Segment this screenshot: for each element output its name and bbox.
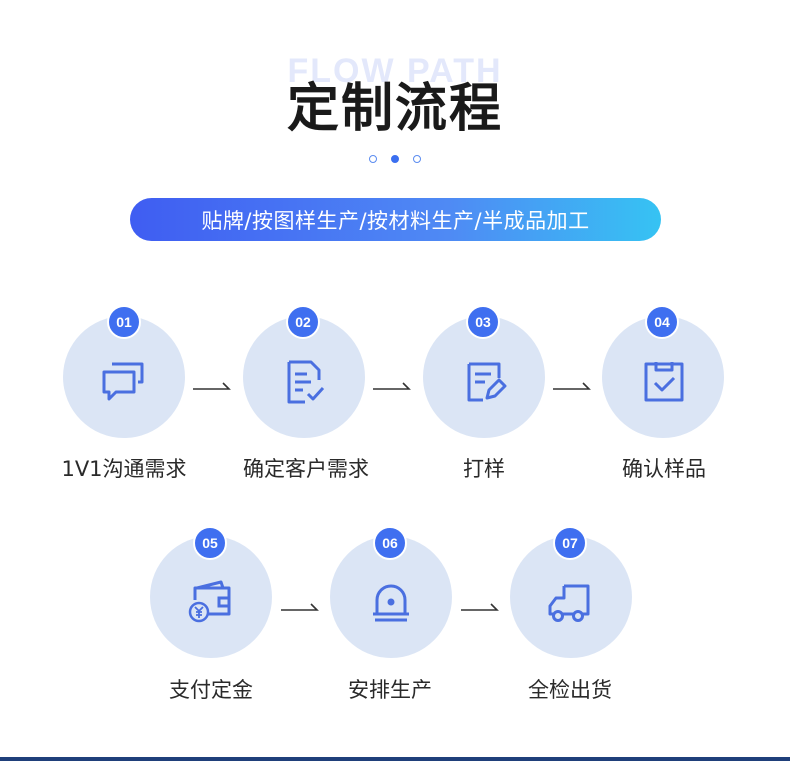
step-number-badge: 04 xyxy=(645,305,679,339)
background-watermark-text: FLOW PATH xyxy=(287,52,503,90)
step-number-badge: 01 xyxy=(107,305,141,339)
chat-bubbles-icon xyxy=(102,362,144,401)
step-label: 确认样品 xyxy=(622,457,706,481)
arrow-icon xyxy=(281,603,319,611)
clipboard-check-icon xyxy=(644,362,684,402)
page-title: 定制流程 xyxy=(286,79,503,139)
arrow-icon xyxy=(461,603,499,611)
step-label: 打样 xyxy=(463,457,505,481)
arrow-icon xyxy=(553,382,591,390)
sample-pen-icon xyxy=(467,362,507,402)
step-label: 安排生产 xyxy=(348,678,432,702)
step-number-badge: 07 xyxy=(553,526,587,560)
step-label: 支付定金 xyxy=(169,678,253,702)
step-label: 确定客户需求 xyxy=(243,457,369,481)
delivery-truck-icon xyxy=(548,584,590,622)
step-number-badge: 05 xyxy=(193,526,227,560)
header: FLOW PATH 定制流程 xyxy=(0,0,790,140)
wallet-yen-icon xyxy=(188,580,231,623)
arrow-icon xyxy=(373,382,411,390)
dot-3 xyxy=(413,155,421,163)
service-types-banner: 贴牌/按图样生产/按材料生产/半成品加工 xyxy=(130,198,661,241)
step-number-badge: 03 xyxy=(466,305,500,339)
step-label: 全检出货 xyxy=(528,678,612,702)
step-number-badge: 02 xyxy=(286,305,320,339)
step-label: 1V1沟通需求 xyxy=(61,457,187,481)
document-check-icon xyxy=(287,360,325,404)
dot-1 xyxy=(369,155,377,163)
pagination-dots xyxy=(0,155,790,163)
step-number-badge: 06 xyxy=(373,526,407,560)
siren-light-icon xyxy=(373,584,409,622)
dot-2-active xyxy=(391,155,399,163)
bottom-bar xyxy=(0,757,790,761)
arrow-icon xyxy=(193,382,231,390)
